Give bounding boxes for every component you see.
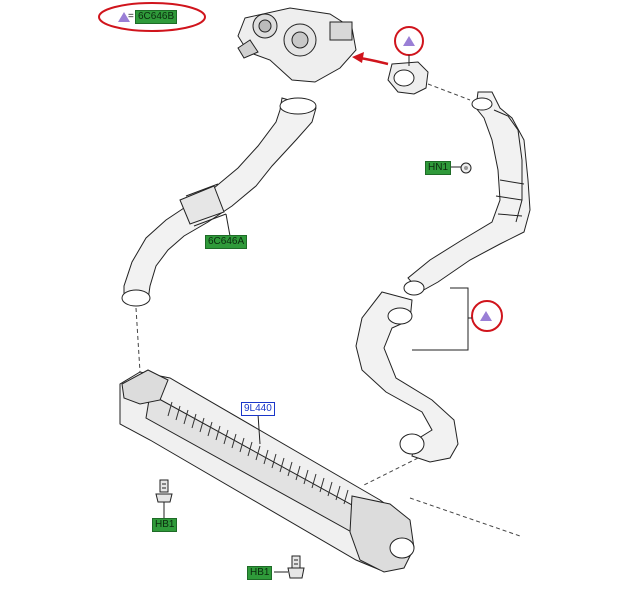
label-hb1-upper: HB1 [152,518,178,532]
turbocharger [237,7,357,83]
label-9l440: 9L440 [241,402,275,416]
legend-triangle-icon [118,12,130,22]
hose-lower-right [355,291,459,463]
callout-triangle-icon-mid [480,311,492,321]
clamp-part [387,61,429,95]
legend-callout-ellipse [98,2,206,32]
bolt-hb1-lower-icon [287,555,305,579]
legend-equals: = [128,11,134,22]
hose-6c646a [121,97,317,307]
callout-circle-mid [471,300,503,332]
label-hb1-lower: HB1 [247,566,273,580]
bolt-hb1-upper-icon [155,479,173,503]
label-6c646a: 6C646A [205,235,248,249]
air-duct-upper-right [403,91,531,296]
red-arrow-head [352,52,364,63]
red-arrow [359,56,389,66]
label-hn1: HN1 [425,161,452,175]
callout-triangle-icon-top [403,36,415,46]
intercooler-9l440 [119,369,415,573]
legend-code-label: 6C646B [135,10,178,24]
callout-bracket [412,287,469,351]
